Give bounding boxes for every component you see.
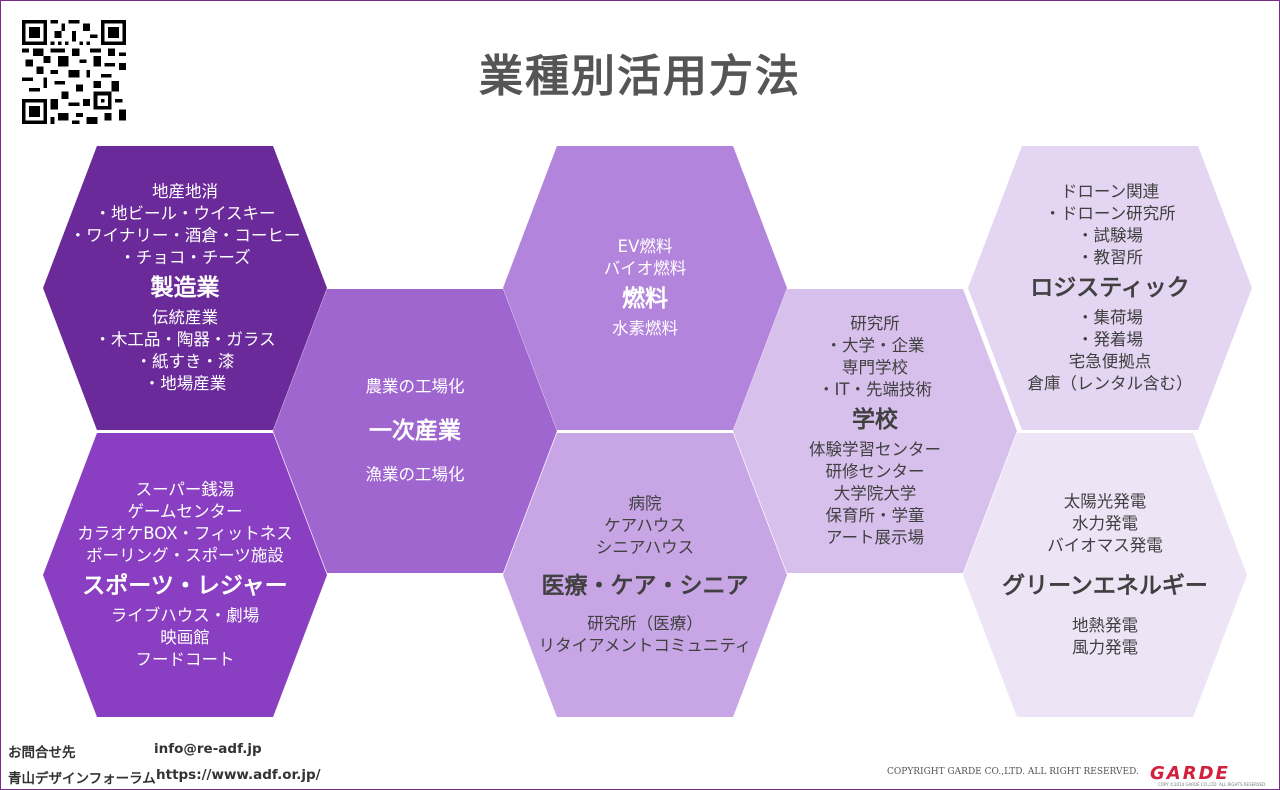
hex-text: ・紙すき・漆	[135, 352, 235, 371]
hex-text: ケアハウス	[604, 516, 686, 535]
hex-text: ライブハウス・劇場	[110, 606, 260, 625]
hex-text: シニアハウス	[595, 538, 695, 557]
hex-text: 太陽光発電	[1063, 492, 1147, 511]
hex-heading: 一次産業	[369, 418, 461, 444]
hex-manufacturing: 地産地消 ・地ビール・ウイスキー ・ワイナリー・酒倉・コーヒー ・チョコ・チーズ…	[43, 146, 327, 430]
hex-text: リタイアメントコミュニティ	[538, 636, 752, 655]
hex-text: 漁業の工場化	[365, 465, 465, 484]
hex-heading: スポーツ・レジャー	[82, 573, 288, 599]
hex-heading: 学校	[852, 407, 898, 433]
hex-fuel: EV燃料 バイオ燃料 燃料 水素燃料	[503, 146, 787, 430]
hex-text: ・木工品・陶器・ガラス	[94, 330, 276, 349]
hex-text: カラオケBOX・フィットネス	[77, 524, 293, 543]
hex-text: 水力発電	[1072, 514, 1138, 533]
hex-heading: 燃料	[622, 286, 668, 312]
hex-text: フードコート	[135, 650, 235, 669]
hex-text: ・発着場	[1077, 330, 1143, 349]
hex-heading: グリーンエネルギー	[1002, 573, 1208, 599]
hex-text: ゲームセンター	[127, 502, 243, 521]
hex-green-energy: 太陽光発電 水力発電 バイオマス発電 グリーンエネルギー 地熱発電 風力発電	[963, 433, 1247, 717]
hex-text: 専門学校	[842, 358, 908, 377]
hex-text: 倉庫（レンタル含む）	[1027, 374, 1193, 393]
hex-text: 農業の工場化	[365, 377, 465, 396]
copyright-text: COPYRIGHT GARDE CO.,LTD. ALL RIGHT RESER…	[887, 767, 1139, 777]
hex-heading: 医療・ケア・シニア	[541, 573, 749, 599]
hex-text: 研究所	[850, 314, 900, 333]
hex-logistics: ドローン関連 ・ドローン研究所 ・試験場 ・教習所 ロジスティック ・集荷場 ・…	[968, 146, 1252, 430]
hex-text: EV燃料	[617, 237, 673, 256]
hex-heading: ロジスティック	[1030, 275, 1190, 301]
hex-heading: 製造業	[150, 275, 220, 301]
hex-text: バイオ燃料	[603, 259, 687, 278]
hex-text: 伝統産業	[152, 308, 218, 327]
contact-label: お問合せ先	[8, 745, 76, 761]
hex-text: スーパー銭湯	[135, 480, 235, 499]
hex-text: 保育所・学童	[825, 506, 925, 525]
hex-text: ボーリング・スポーツ施設	[86, 546, 284, 565]
garde-logo-subtext: COPY ©2014 GARDE CO.,LTD. ALL RIGHTS RES…	[1158, 782, 1267, 787]
contact-email[interactable]: info@re-adf.jp	[154, 741, 262, 757]
hex-text: ・試験場	[1077, 226, 1143, 245]
org-url[interactable]: https://www.adf.or.jp/	[156, 767, 321, 783]
hex-text: バイオマス発電	[1047, 536, 1163, 555]
hex-text: 大学院大学	[833, 484, 917, 503]
hex-text: ・地場産業	[143, 374, 227, 393]
hex-text: 宅急便拠点	[1068, 352, 1152, 371]
hex-text: 水素燃料	[612, 319, 678, 338]
hex-text: 研究所（医療）	[587, 614, 703, 633]
qr-code-icon	[22, 20, 126, 124]
page-title: 業種別活用方法	[479, 51, 801, 102]
hex-text: ・ワイナリー・酒倉・コーヒー	[69, 226, 301, 245]
hex-text: 地産地消	[152, 182, 218, 201]
hex-text: 風力発電	[1072, 638, 1138, 657]
hex-medical-care: 病院 ケアハウス シニアハウス 医療・ケア・シニア 研究所（医療） リタイアメン…	[503, 433, 787, 717]
hex-sports-leisure: スーパー銭湯 ゲームセンター カラオケBOX・フィットネス ボーリング・スポーツ…	[43, 433, 327, 717]
hex-text: ドローン関連	[1060, 182, 1160, 201]
hex-text: 映画館	[160, 628, 210, 647]
hex-text: ・ドローン研究所	[1044, 204, 1176, 223]
hex-text: 体験学習センター	[809, 440, 941, 459]
hex-text: 病院	[628, 494, 662, 513]
hex-text: 地熱発電	[1072, 616, 1138, 635]
hex-text: ・チョコ・チーズ	[119, 248, 251, 267]
garde-logo: GARDE	[1150, 763, 1230, 784]
hex-primary-industry: 農業の工場化 一次産業 漁業の工場化	[273, 289, 557, 573]
hex-text: ・大学・企業	[825, 336, 925, 355]
hex-school: 研究所 ・大学・企業 専門学校 ・IT・先端技術 学校 体験学習センター 研修セ…	[733, 289, 1017, 573]
hex-text: ・集荷場	[1077, 308, 1143, 327]
hex-text: ・教習所	[1077, 248, 1143, 267]
org-name: 青山デザインフォーラム	[8, 771, 156, 787]
hex-text: アート展示場	[825, 528, 924, 547]
hex-text: ・IT・先端技術	[818, 380, 932, 399]
hex-text: ・地ビール・ウイスキー	[94, 204, 276, 223]
hex-text: 研修センター	[825, 462, 925, 481]
